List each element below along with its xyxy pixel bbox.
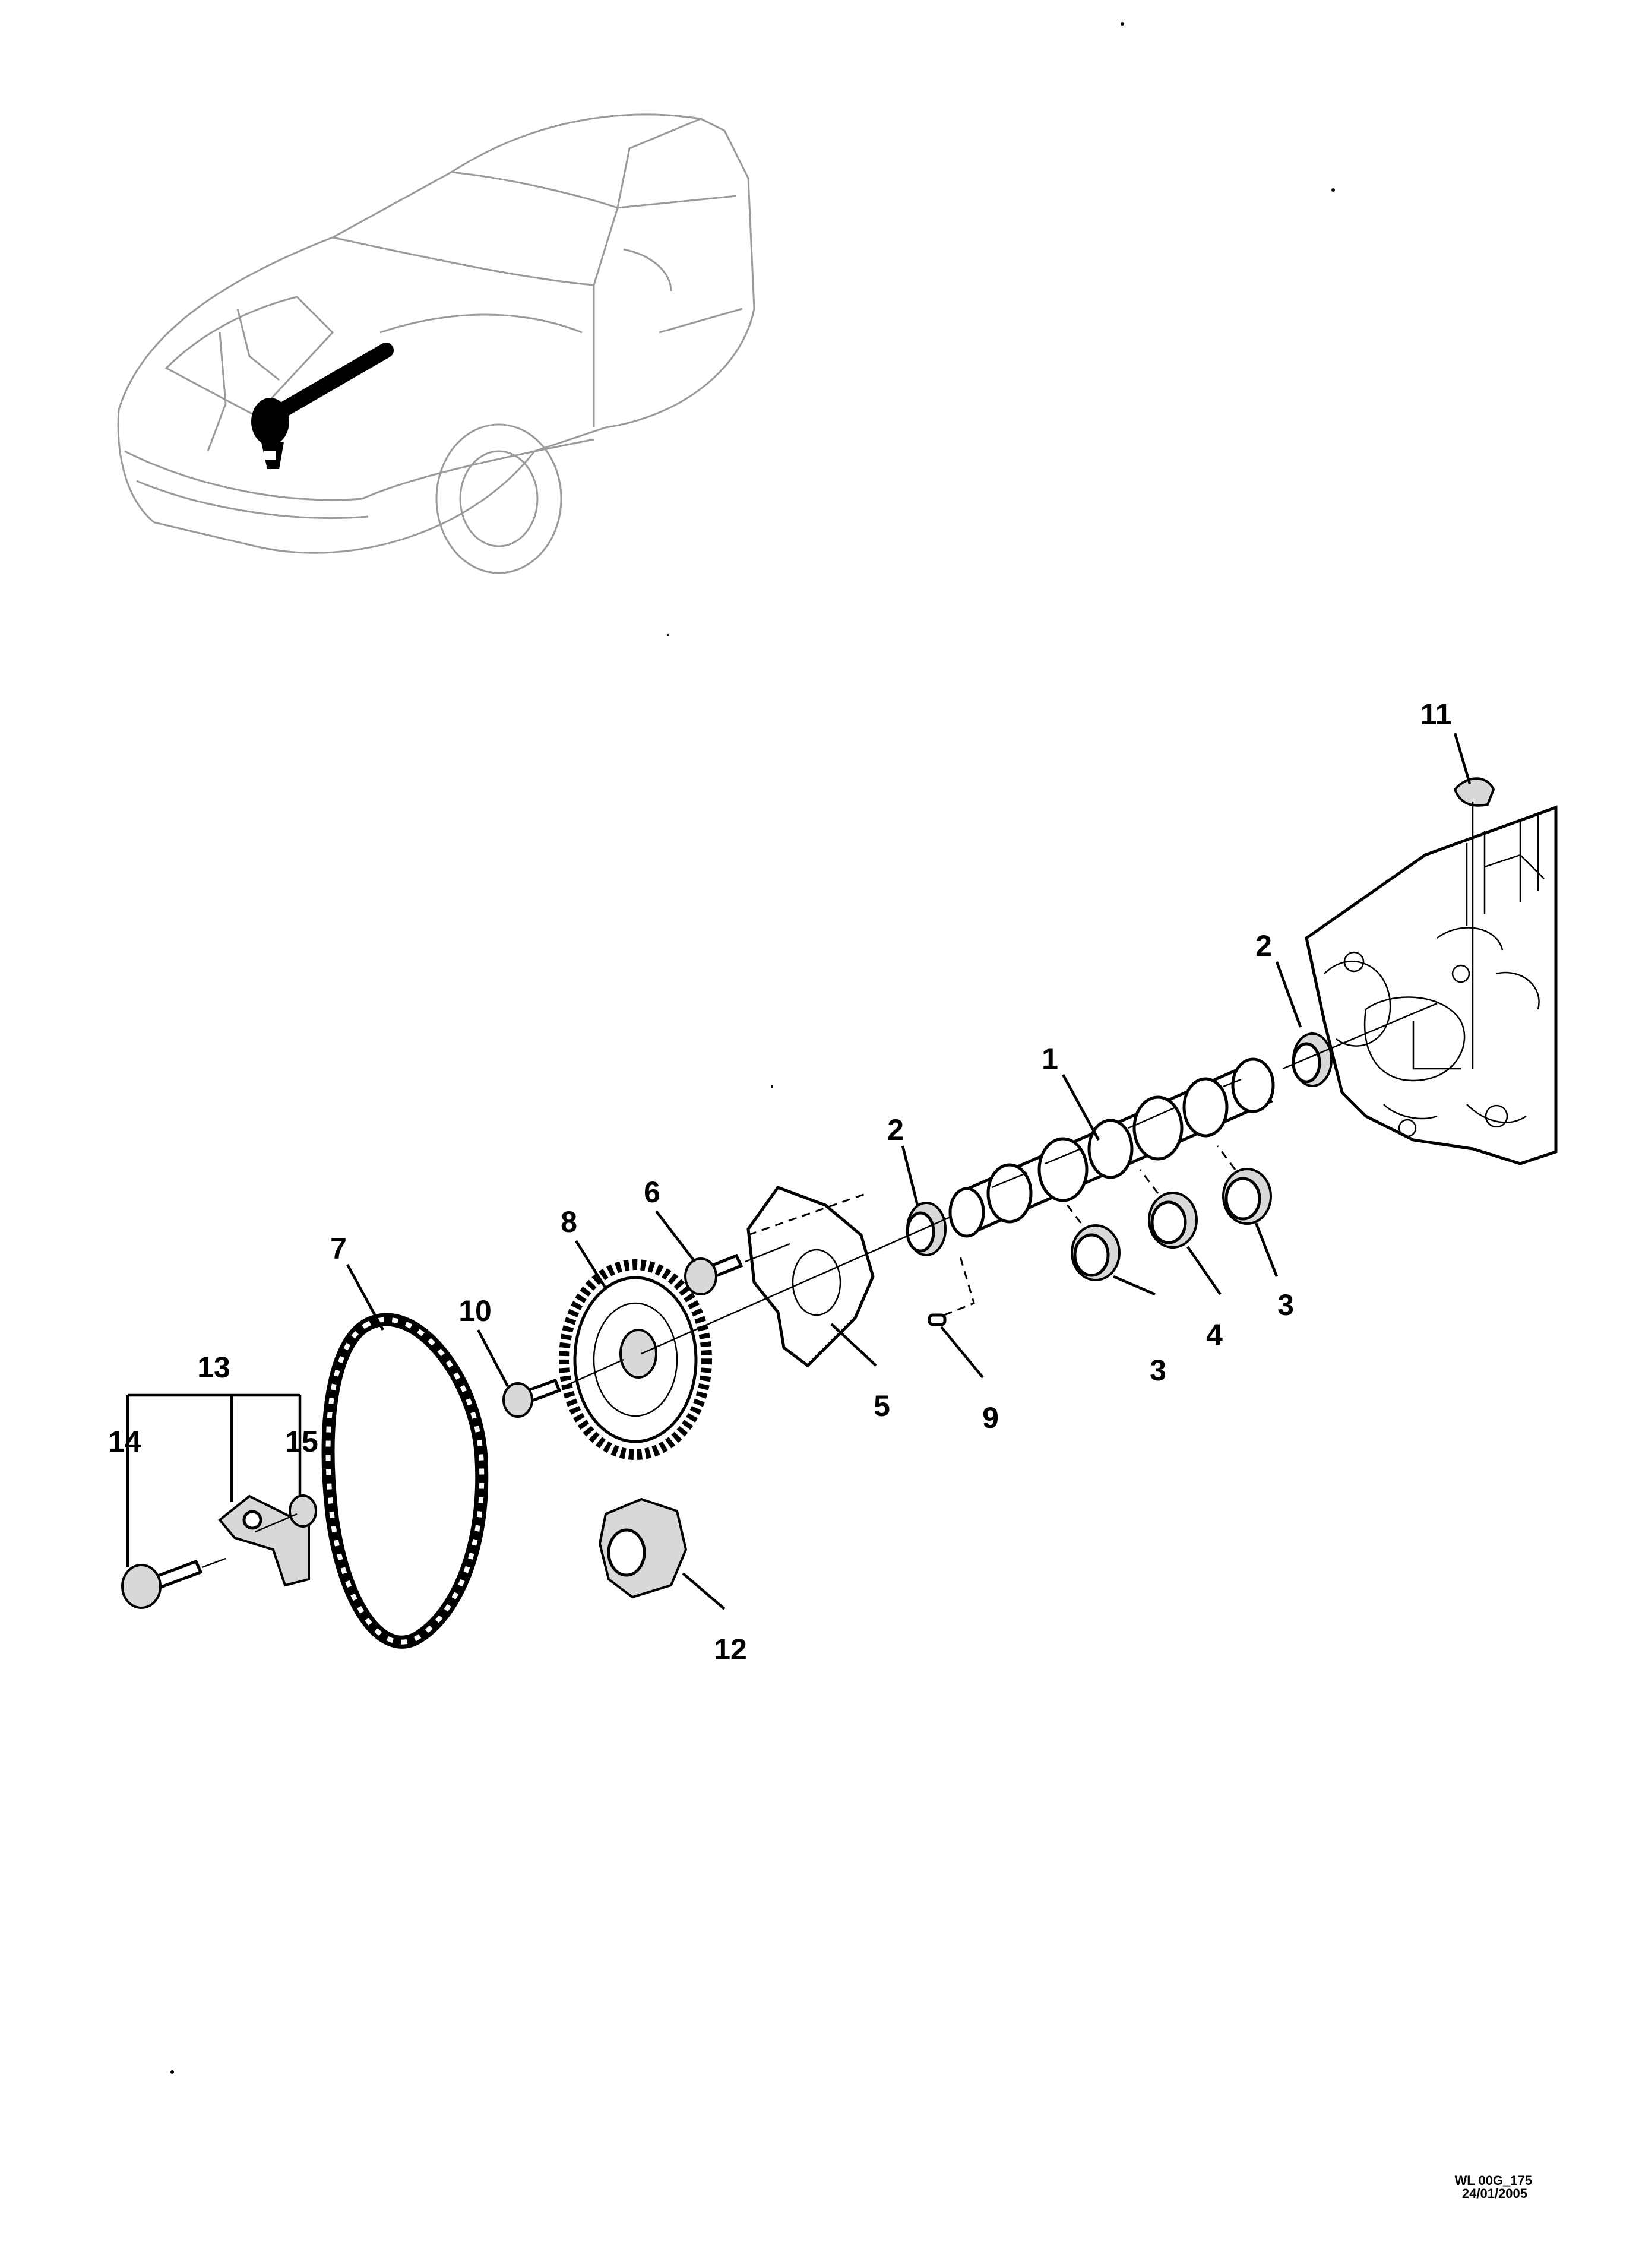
- crankshaft-sprocket: [598, 1497, 688, 1599]
- cylinder-head-illustration: [1305, 805, 1558, 1165]
- locator-car-illustration: [117, 113, 755, 574]
- callout-12: 12: [714, 1633, 747, 1666]
- callout-6: 6: [644, 1176, 660, 1209]
- callout-11: 11: [1420, 698, 1452, 731]
- leader-lines: [126, 733, 1472, 1610]
- callout-3-left: 3: [1150, 1354, 1166, 1387]
- drawing-date: 24/01/2005: [1462, 2186, 1527, 2201]
- camshaft-seal-left: [906, 1202, 947, 1256]
- tensioner-nut: [289, 1494, 317, 1528]
- tensioner-bolt: [121, 1559, 203, 1609]
- drawing-reference-stamp: WL 00G_175 24/01/2005: [1455, 2173, 1532, 2201]
- end-plug: [1453, 777, 1495, 807]
- timing-chain: [321, 1313, 489, 1649]
- callout-3-right: 3: [1277, 1288, 1294, 1322]
- callout-4: 4: [1206, 1318, 1223, 1351]
- rear-cover-plate: [746, 1185, 875, 1368]
- callout-9: 9: [982, 1401, 999, 1434]
- tappet-c: [1222, 1168, 1272, 1225]
- camshaft-seal-right: [1292, 1032, 1333, 1087]
- tappet-b: [1148, 1192, 1198, 1249]
- assembly-lines: [201, 802, 1474, 1569]
- woodruff-key: [928, 1313, 947, 1326]
- callout-5: 5: [874, 1389, 890, 1423]
- camshaft: [948, 1057, 1275, 1238]
- callout-2-left: 2: [887, 1113, 904, 1146]
- drawing-code: WL 00G_175: [1455, 2173, 1532, 2188]
- callout-7: 7: [330, 1232, 347, 1265]
- camshaft-sprocket: [559, 1259, 712, 1460]
- callout-8: 8: [561, 1205, 577, 1238]
- tappet-a: [1071, 1224, 1121, 1281]
- callout-1: 1: [1042, 1042, 1058, 1075]
- callout-14: 14: [108, 1425, 141, 1458]
- callout-2-right: 2: [1255, 929, 1272, 962]
- plate-bolt: [684, 1253, 743, 1295]
- sprocket-bolt: [502, 1378, 562, 1418]
- callout-13: 13: [197, 1351, 230, 1384]
- callout-10: 10: [458, 1294, 492, 1328]
- callout-labels: 1 2 2 3 3 4 5 6 7 8 9 10 11 12 13 14 15: [108, 698, 1451, 1666]
- scan-specks: [170, 22, 1335, 2074]
- callout-15: 15: [285, 1425, 318, 1458]
